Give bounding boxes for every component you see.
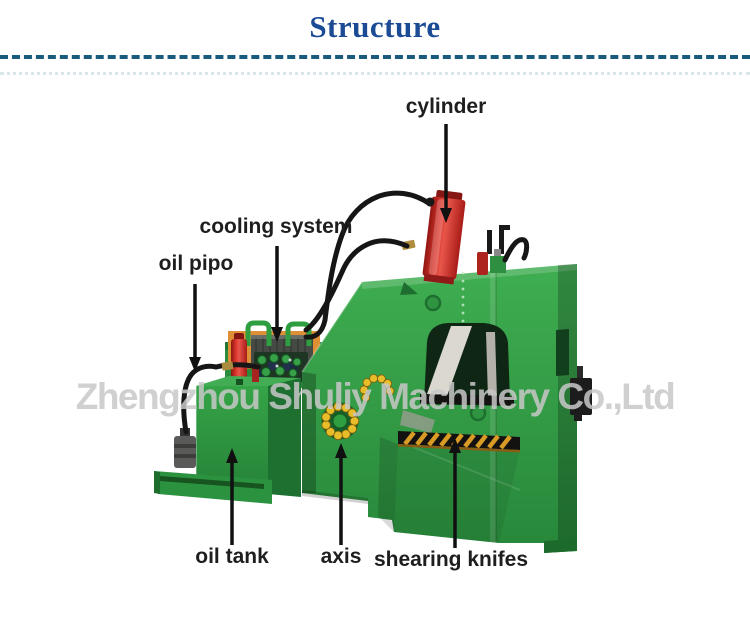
label-oil-tank: oil tank: [195, 545, 269, 568]
title-divider-dotted: [0, 72, 750, 75]
hydraulic-hoses: [303, 190, 530, 340]
watermark: Zhengzhou Shuliy Machinery Co.,Ltd: [75, 376, 676, 417]
side-bracket: [570, 366, 592, 421]
label-shearing-knifes: shearing knifes: [373, 548, 529, 571]
label-axis: axis: [320, 545, 362, 568]
bolt-ring: [359, 373, 395, 402]
title-divider-dashed: [0, 55, 750, 59]
machine-illustration: [154, 189, 592, 553]
axis-flywheel: [321, 401, 360, 441]
label-oil-pipo: oil pipo: [158, 252, 234, 275]
page-title: Structure: [309, 9, 441, 44]
top-fittings: [477, 225, 510, 275]
label-cooling-system: cooling system: [199, 215, 353, 238]
valve-manifold: [254, 352, 308, 382]
label-cylinder: cylinder: [405, 95, 487, 118]
machine-silhouette: [302, 264, 577, 553]
base-skid: [154, 471, 272, 504]
machine-body: [301, 264, 592, 553]
shearing-knives: [398, 431, 520, 453]
press-opening: [420, 323, 514, 406]
oil-pipe: [181, 362, 261, 435]
